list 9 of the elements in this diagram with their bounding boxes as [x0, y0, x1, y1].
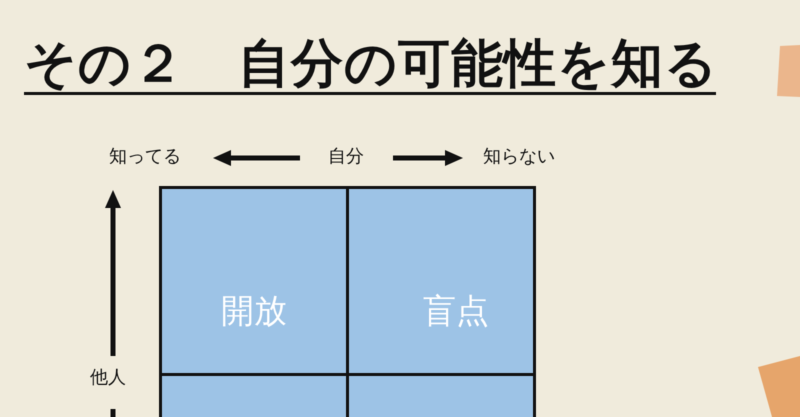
- quadrant-box: 開放: [159, 186, 349, 376]
- axis-label: 知ってる: [109, 147, 181, 167]
- quadrant-box: 盲点: [346, 186, 536, 376]
- axis-label: 知らない: [483, 147, 555, 167]
- title: その２ 自分の可能性を知る: [24, 36, 716, 95]
- axis-label: 自分: [328, 147, 364, 167]
- quadrant-box: [159, 373, 349, 417]
- quadrant-box: [346, 373, 536, 417]
- axis-label: 他人: [90, 368, 126, 388]
